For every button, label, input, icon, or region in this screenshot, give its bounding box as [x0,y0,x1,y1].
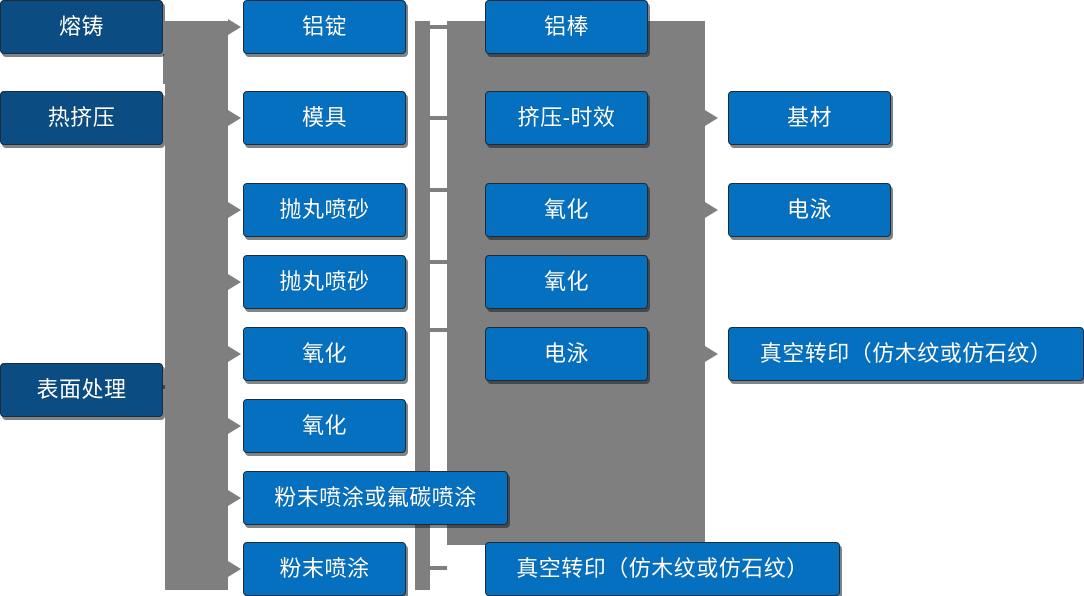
output-arrow-2 [705,202,718,218]
stage-arrow-4 [228,274,241,290]
node-c1[interactable]: 基材 [728,91,891,145]
stage-arrow-5 [228,346,241,362]
stage-arrow-7 [228,490,241,506]
process-rung-3 [430,188,447,192]
node-label: 电泳 [786,197,832,222]
node-label: 真空转印（仿木纹或仿石纹） [759,341,1053,366]
node-label: 氧化 [301,341,347,366]
stage-arrow-2 [228,110,241,126]
node-a8[interactable]: 粉末喷涂 [243,542,406,596]
node-label: 抛丸喷砂 [279,269,370,294]
stage-arrow-8 [228,561,241,577]
stage-connector-stub-1 [163,54,173,84]
node-label: 抛丸喷砂 [279,197,370,222]
node-a1[interactable]: 铝锭 [243,0,406,54]
process-bus-bar [415,21,430,590]
node-a7[interactable]: 粉末喷涂或氟碳喷涂 [243,471,508,525]
node-label: 铝棒 [543,14,589,39]
node-label: 模具 [301,105,347,130]
stage-connector-stub-2 [163,385,181,389]
stage-arrow-6 [228,418,241,434]
process-rung-6 [430,566,447,570]
output-arrow-3 [705,346,718,362]
node-s2[interactable]: 热挤压 [0,91,163,145]
node-s1[interactable]: 熔铸 [0,0,163,54]
node-label: 粉末喷涂或氟碳喷涂 [274,485,477,510]
node-label: 电泳 [543,341,589,366]
node-label: 铝锭 [301,14,347,39]
node-label: 基材 [786,105,832,130]
node-label: 熔铸 [58,14,104,39]
node-label: 粉末喷涂 [279,556,370,581]
node-s3[interactable]: 表面处理 [0,363,163,417]
stage-connector-band [165,21,228,590]
process-rung-1 [430,25,447,29]
process-rung-5 [430,328,447,332]
node-b6[interactable]: 真空转印（仿木纹或仿石纹） [485,542,840,596]
node-a2[interactable]: 模具 [243,91,406,145]
node-a5[interactable]: 氧化 [243,327,406,381]
node-b5[interactable]: 电泳 [485,327,648,381]
node-label: 表面处理 [36,377,127,402]
process-rung-4 [430,260,447,264]
stage-arrow-1 [228,19,241,35]
process-rung-2 [430,116,447,120]
node-label: 真空转印（仿木纹或仿石纹） [516,556,809,581]
node-b4[interactable]: 氧化 [485,255,648,309]
node-c3[interactable]: 真空转印（仿木纹或仿石纹） [728,327,1084,381]
node-a6[interactable]: 氧化 [243,399,406,453]
output-arrow-1 [705,110,718,126]
node-b2[interactable]: 挤压-时效 [485,91,648,145]
node-label: 挤压-时效 [517,105,616,130]
node-label: 氧化 [543,197,589,222]
node-label: 热挤压 [47,105,116,130]
node-b1[interactable]: 铝棒 [485,0,648,54]
node-a4[interactable]: 抛丸喷砂 [243,255,406,309]
node-a3[interactable]: 抛丸喷砂 [243,183,406,237]
node-label: 氧化 [543,269,589,294]
node-c2[interactable]: 电泳 [728,183,891,237]
node-label: 氧化 [301,413,347,438]
node-b3[interactable]: 氧化 [485,183,648,237]
stage-arrow-3 [228,202,241,218]
